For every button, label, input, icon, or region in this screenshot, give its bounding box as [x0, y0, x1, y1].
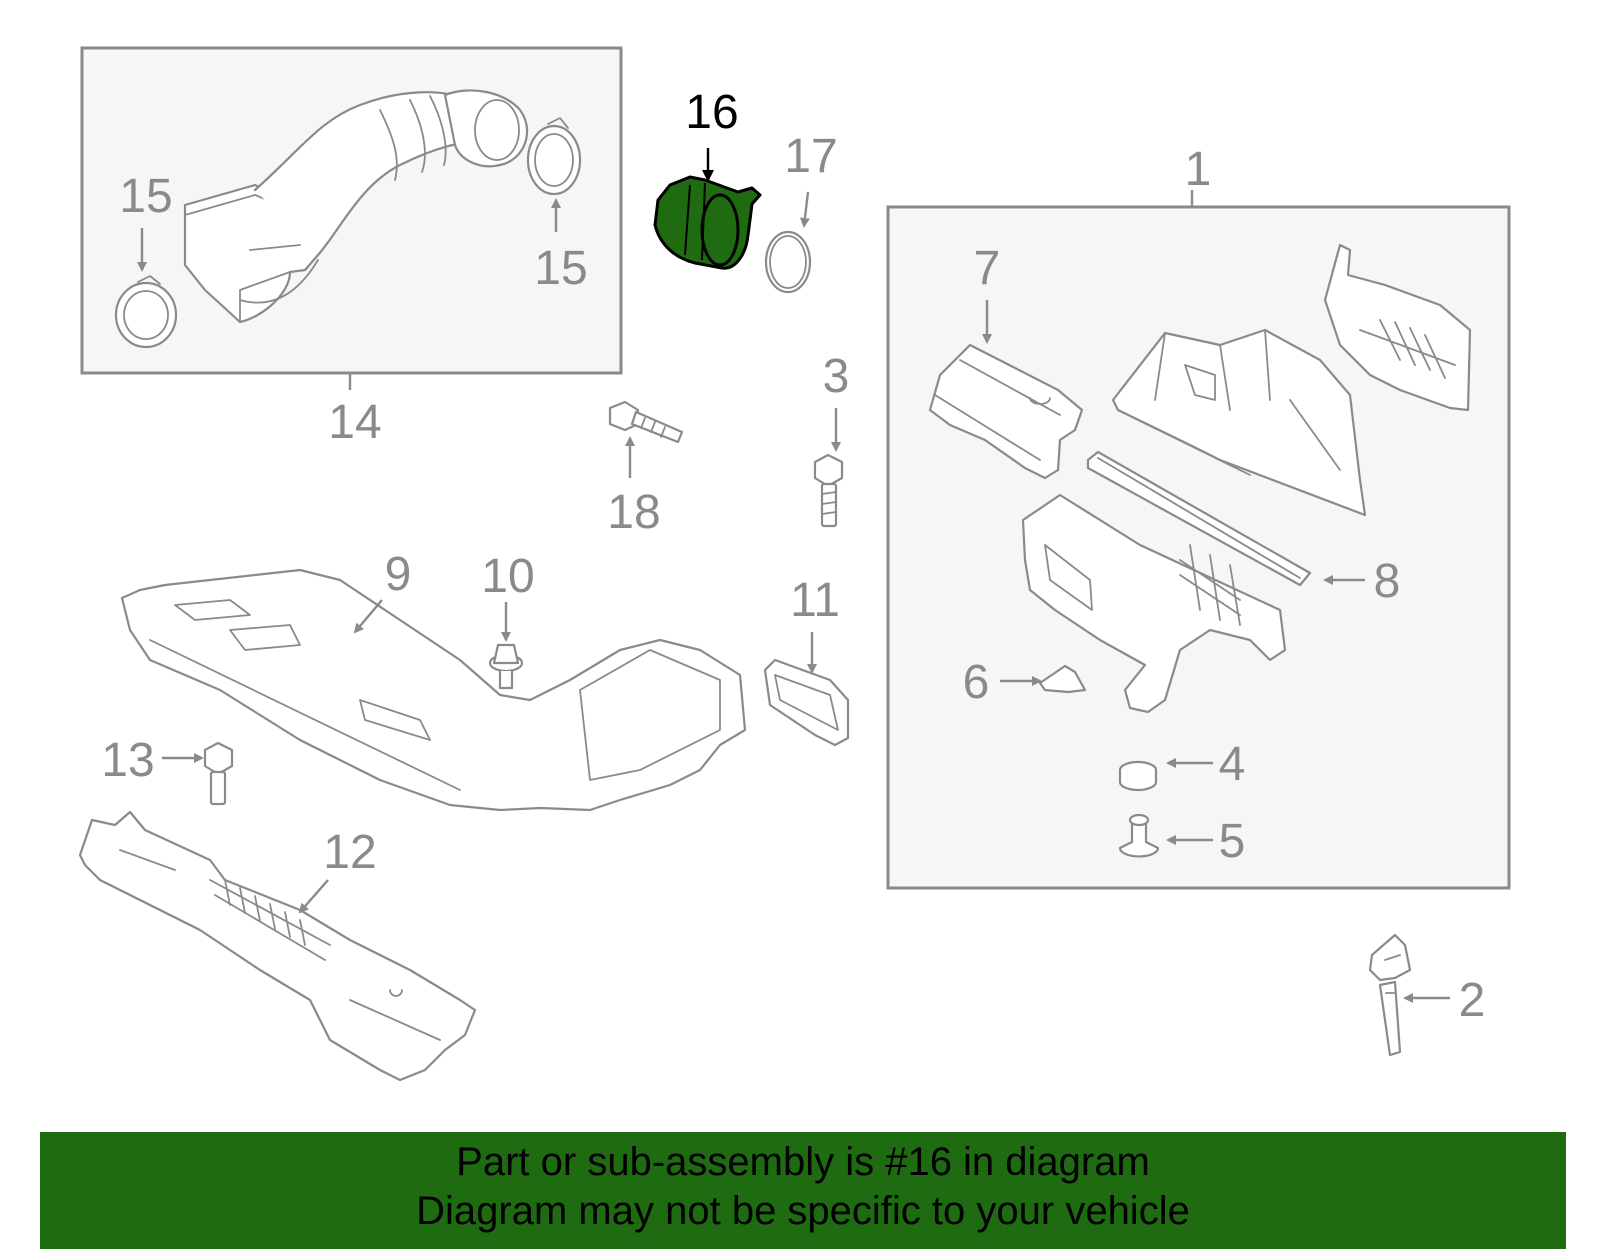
callout-4[interactable]: 4	[1219, 738, 1246, 791]
leader-lines	[137, 148, 1450, 1003]
bracket-part-2	[1368, 933, 1412, 1057]
parts-diagram: 16 17 1 15 15 7 3 14 18 9 10 8 11 6 13 4…	[78, 46, 1511, 1082]
callout-2[interactable]: 2	[1459, 974, 1486, 1027]
o-ring-part-17	[764, 230, 812, 294]
bolt-part-3	[813, 453, 844, 528]
callout-18[interactable]: 18	[607, 486, 660, 539]
bolt-part-13	[203, 741, 234, 806]
mass-airflow-sensor-part-16[interactable]	[653, 175, 762, 270]
intake-duct-group-box	[80, 46, 623, 390]
callout-15b[interactable]: 15	[534, 242, 587, 295]
callout-13[interactable]: 13	[101, 734, 154, 787]
banner-line-part-number: Part or sub-assembly is #16 in diagram	[456, 1140, 1150, 1184]
banner-line-disclaimer: Diagram may not be specific to your vehi…	[416, 1189, 1190, 1233]
callout-5[interactable]: 5	[1219, 815, 1246, 868]
callout-14[interactable]: 14	[328, 396, 381, 449]
callout-3[interactable]: 3	[823, 350, 850, 403]
callout-12[interactable]: 12	[323, 826, 376, 879]
callout-6[interactable]: 6	[963, 656, 990, 709]
bolt-part-18	[608, 400, 684, 444]
callout-9[interactable]: 9	[385, 548, 412, 601]
callout-15a[interactable]: 15	[119, 170, 172, 223]
callouts: 16 17 1 15 15 7 3 14 18 9 10 8 11 6 13 4…	[101, 86, 1485, 1027]
air-duct-part-9	[120, 568, 747, 812]
callout-10[interactable]: 10	[481, 550, 534, 603]
callout-11[interactable]: 11	[790, 574, 840, 627]
callout-1[interactable]: 1	[1185, 143, 1212, 196]
air-cleaner-assembly-box	[886, 190, 1511, 890]
clip-part-10	[488, 643, 524, 690]
part-info-banner: Part or sub-assembly is #16 in diagram D…	[40, 1132, 1566, 1249]
callout-8[interactable]: 8	[1374, 555, 1401, 608]
callout-7[interactable]: 7	[974, 242, 1001, 295]
callout-17[interactable]: 17	[784, 130, 837, 183]
callout-16[interactable]: 16	[685, 86, 738, 139]
gasket-part-11	[763, 658, 850, 747]
bracket-part-12	[78, 810, 477, 1082]
